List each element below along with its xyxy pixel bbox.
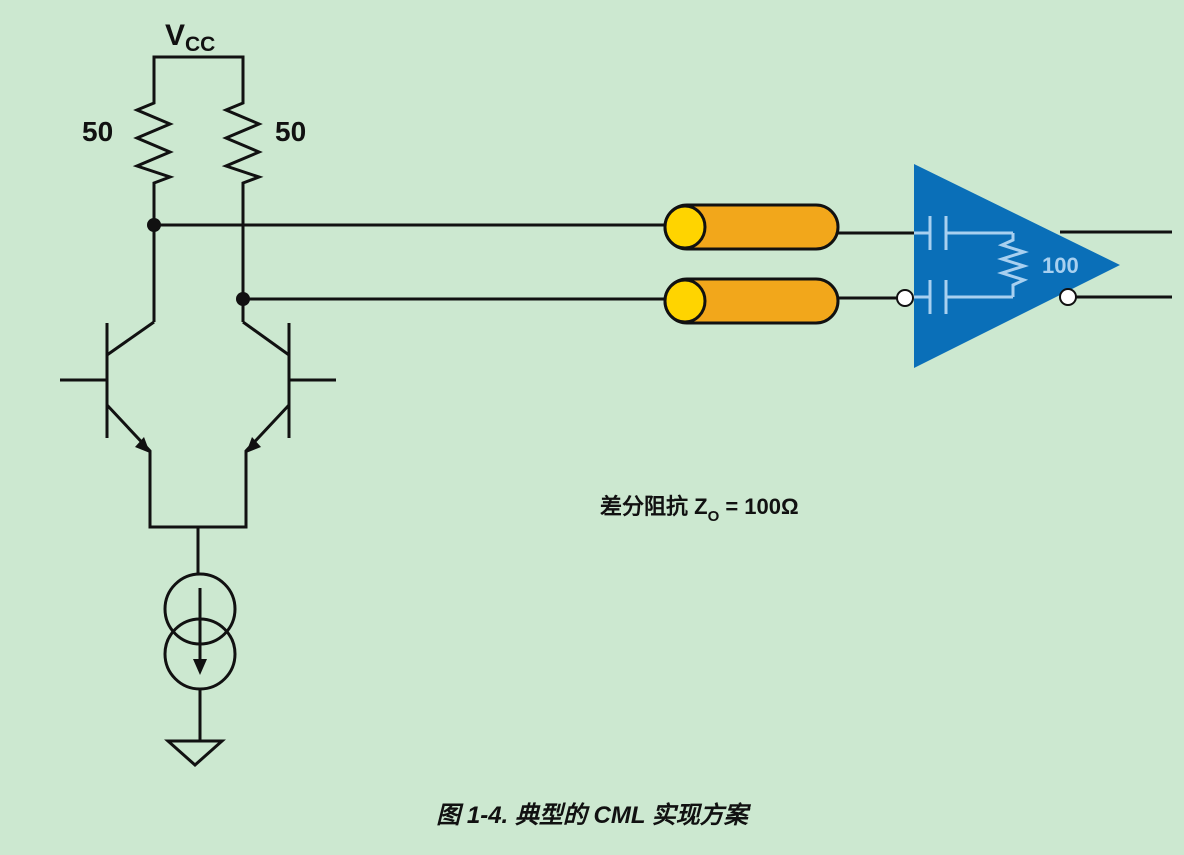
input-inversion-bubble bbox=[896, 289, 914, 307]
ground-symbol bbox=[164, 689, 226, 768]
termination-label: 100 bbox=[1042, 253, 1079, 278]
emitter-tail bbox=[148, 456, 248, 529]
transistor-left bbox=[60, 320, 155, 458]
receiver-buffer: 100 bbox=[914, 164, 1120, 368]
vcc-label: VCC bbox=[165, 19, 215, 56]
termination-resistor bbox=[997, 233, 1029, 297]
transistor-right bbox=[242, 320, 336, 458]
resistor-right bbox=[221, 98, 264, 188]
resistor-left-label: 50 bbox=[82, 116, 113, 147]
output-inversion-bubble bbox=[1059, 288, 1077, 306]
cable-bottom bbox=[663, 277, 840, 325]
junction-dot-bottom bbox=[236, 292, 250, 306]
junction-dot-top bbox=[147, 218, 161, 232]
impedance-label: 差分阻抗 ZO = 100Ω bbox=[600, 494, 799, 525]
figure-caption: 图 1-4. 典型的 CML 实现方案 bbox=[436, 802, 748, 829]
vcc-rail bbox=[152, 55, 245, 98]
cable-top bbox=[663, 203, 840, 251]
current-source bbox=[163, 572, 237, 691]
resistor-left bbox=[132, 98, 175, 188]
resistor-right-label: 50 bbox=[275, 116, 306, 147]
